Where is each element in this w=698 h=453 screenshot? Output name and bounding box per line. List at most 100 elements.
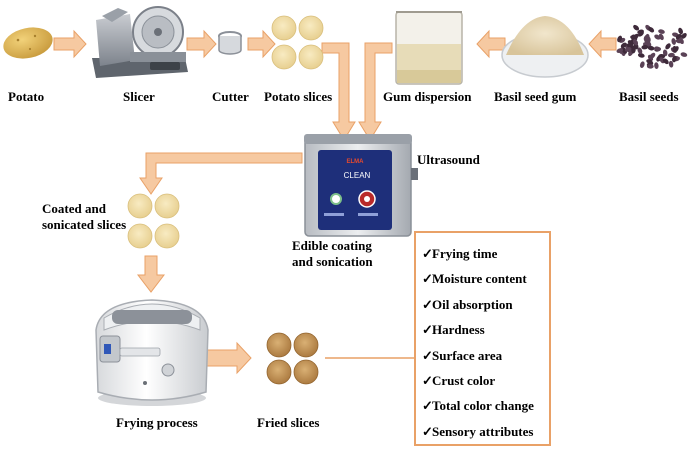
fried-slices-image xyxy=(266,332,319,385)
arrow-gum-to-dispersion xyxy=(476,29,506,59)
ultrasound-model-text: CLEAN xyxy=(344,171,371,180)
basil-seed xyxy=(646,59,653,65)
basil-seed xyxy=(646,64,654,69)
basil-seed xyxy=(668,60,674,68)
arrow-seeds-to-gum xyxy=(588,29,617,59)
gum-dispersion-beaker xyxy=(395,11,463,85)
label-potato: Potato xyxy=(8,89,45,104)
basil-seed xyxy=(643,34,649,41)
basil-seed xyxy=(678,27,683,35)
check-icon: ✓ xyxy=(422,398,433,414)
basil-seed xyxy=(617,35,623,43)
basil-seed xyxy=(665,43,671,50)
basil-seed xyxy=(633,24,640,31)
basil-seed xyxy=(662,49,668,57)
basil-seed xyxy=(639,61,645,69)
basil-seed xyxy=(658,29,665,34)
ultrasound-bath-image: ELMA CLEAN xyxy=(304,134,418,237)
arrow-coated-to-fryer xyxy=(136,255,166,293)
basil-seed xyxy=(680,52,688,57)
basil-seed xyxy=(630,35,637,40)
raw-slices-image xyxy=(271,15,324,70)
label-edible-coating-2: and sonication xyxy=(292,254,373,269)
basil-seed xyxy=(637,47,643,55)
measurement-item: ✓Total color change xyxy=(422,393,545,418)
arrow-potato-to-slicer xyxy=(53,29,87,59)
measurement-label: Sensory attributes xyxy=(432,423,534,439)
label-coated-slices-1: Coated and xyxy=(42,201,106,216)
basil-seed xyxy=(662,58,669,65)
basil-seed xyxy=(638,30,644,37)
label-gum-dispersion: Gum dispersion xyxy=(383,89,472,104)
check-icon: ✓ xyxy=(422,423,433,439)
measurement-item: ✓Surface area xyxy=(422,343,545,368)
basil-seed xyxy=(654,62,659,69)
label-basil-seeds: Basil seeds xyxy=(619,89,679,104)
check-icon: ✓ xyxy=(422,296,433,312)
label-edible-coating-1: Edible coating xyxy=(292,238,372,253)
label-basil-seed-gum: Basil seed gum xyxy=(494,89,577,104)
basil-seed xyxy=(647,45,655,51)
basil-seed xyxy=(658,53,666,59)
arrow-slicer-to-cutter xyxy=(186,29,217,59)
cutter-image xyxy=(218,31,242,55)
label-coated-slices-2: sonicated slices xyxy=(42,217,127,232)
measurement-label: Crust color xyxy=(432,372,496,388)
ultrasound-brand-text: ELMA xyxy=(347,159,365,165)
label-potato-slices: Potato slices xyxy=(264,89,333,104)
basil-seed xyxy=(631,46,636,54)
arrow-ultrasound-to-coated xyxy=(139,152,303,195)
basil-seed xyxy=(672,45,677,53)
check-icon: ✓ xyxy=(422,322,433,338)
basil-seed xyxy=(637,53,645,58)
basil-seed xyxy=(671,38,676,45)
measurement-item: ✓Oil absorption xyxy=(422,292,545,317)
measurement-item: ✓Hardness xyxy=(422,317,545,342)
measurement-item: ✓Frying time xyxy=(422,241,545,266)
measurements-box: ✓Frying time ✓Moisture content ✓Oil abso… xyxy=(414,231,551,446)
arrow-dispersion-to-ultrasound xyxy=(358,42,393,141)
basil-seed xyxy=(654,46,661,52)
measurement-label: Frying time xyxy=(432,246,498,261)
basil-seed xyxy=(668,52,675,58)
label-ultrasound: Ultrasound xyxy=(417,152,480,167)
label-fried-slices: Fried slices xyxy=(257,415,320,430)
label-slicer: Slicer xyxy=(123,89,155,104)
ultrasound-start-button[interactable] xyxy=(330,193,342,205)
basil-seed xyxy=(632,39,639,46)
check-icon: ✓ xyxy=(422,372,433,388)
potato-image xyxy=(3,27,53,59)
basil-seed xyxy=(620,42,627,49)
basil-seed xyxy=(616,48,624,53)
check-icon: ✓ xyxy=(422,246,433,261)
basil-seed-gum-image xyxy=(501,16,589,78)
basil-seed xyxy=(678,37,684,45)
measurement-item: ✓Moisture content xyxy=(422,266,545,291)
label-cutter: Cutter xyxy=(212,89,249,104)
fryer-image xyxy=(95,299,209,406)
coated-slices-image xyxy=(127,193,180,249)
basil-seed xyxy=(658,33,664,41)
basil-seed xyxy=(648,26,655,33)
basil-seed xyxy=(641,44,649,50)
basil-seed xyxy=(626,42,634,48)
measurement-item: ✓Crust color xyxy=(422,368,545,393)
basil-seeds-image xyxy=(616,24,688,69)
slicer-image xyxy=(92,6,188,78)
measurement-label: Moisture content xyxy=(432,271,527,287)
arrow-cutter-to-slices xyxy=(247,29,276,59)
check-icon: ✓ xyxy=(422,271,433,287)
measurement-label: Hardness xyxy=(432,322,485,338)
measurement-label: Total color change xyxy=(432,398,534,414)
check-icon: ✓ xyxy=(422,347,433,363)
label-frying-process: Frying process xyxy=(116,415,198,430)
arrow-fryer-to-fried xyxy=(204,341,252,375)
basil-seed xyxy=(672,55,677,63)
basil-seed xyxy=(681,33,687,39)
measurement-label: Oil absorption xyxy=(432,296,513,312)
basil-seed xyxy=(624,47,632,52)
measurement-item: ✓Sensory attributes xyxy=(422,419,545,444)
arrow-slices-to-ultrasound xyxy=(321,42,356,141)
